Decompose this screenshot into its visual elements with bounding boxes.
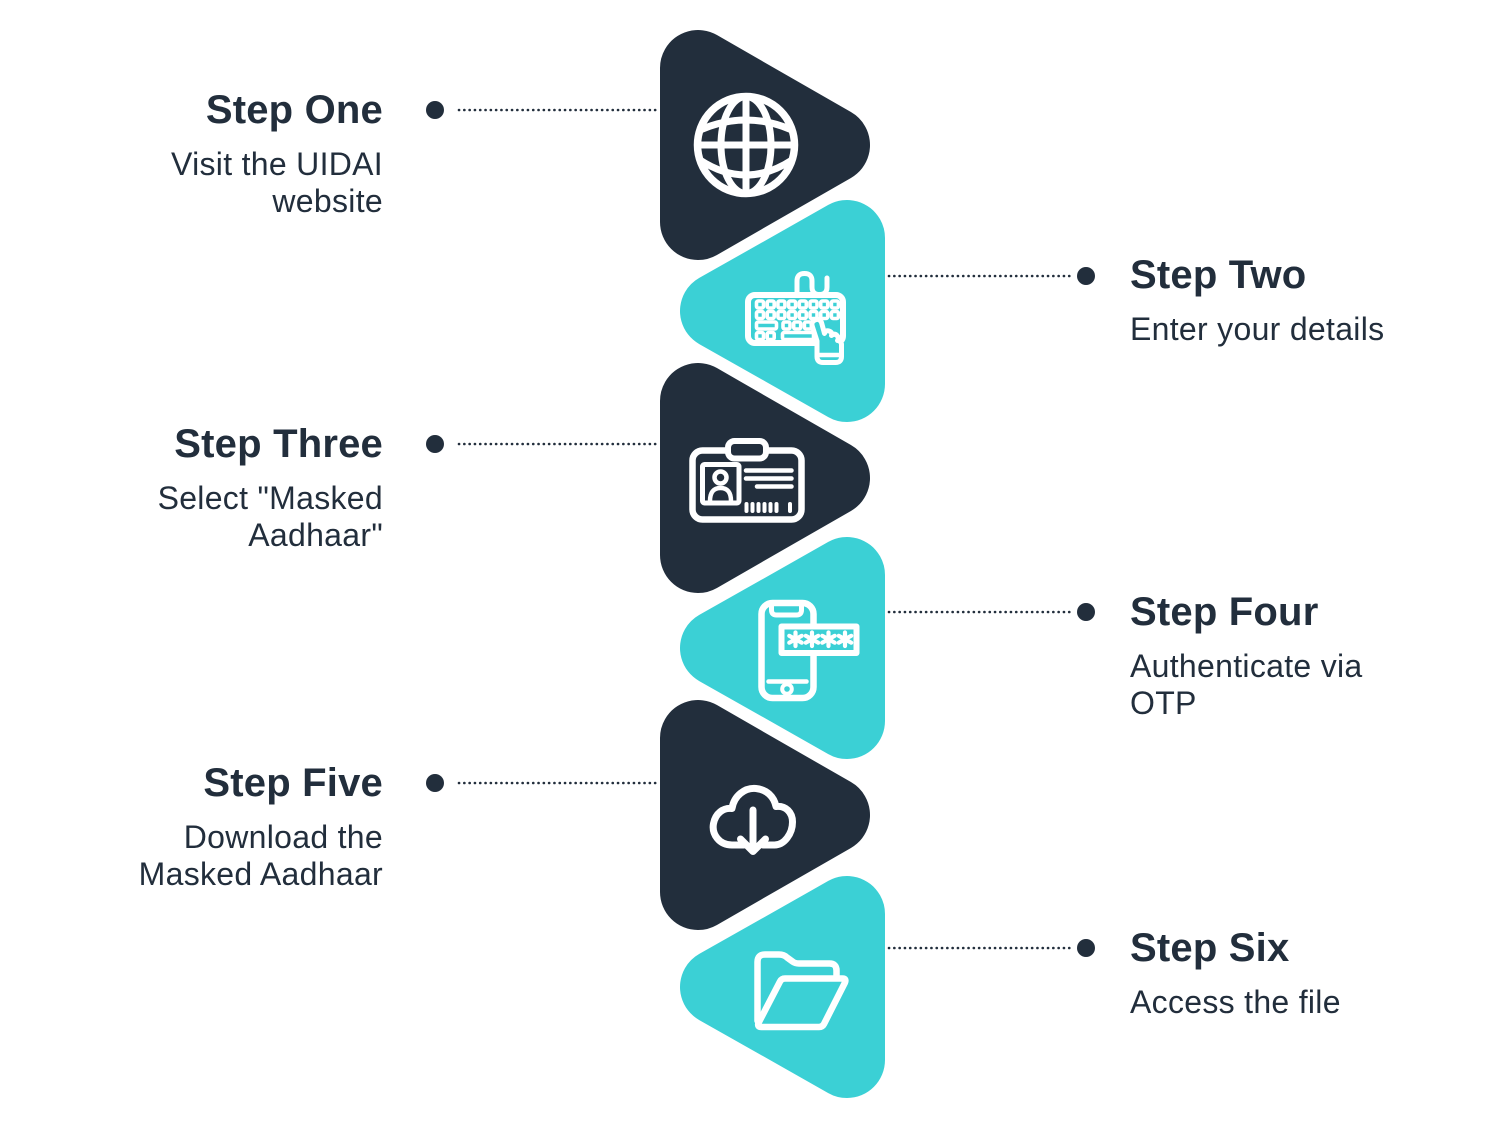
smartphone-otp-icon: [758, 599, 860, 702]
step-six-title: Step Six: [1130, 926, 1290, 970]
step-four-connector: [887, 603, 1095, 621]
step-five-title: Step Five: [203, 761, 383, 805]
step-six-group: [680, 876, 1095, 1098]
step-five-connector: [426, 774, 659, 792]
step-three-title: Step Three: [174, 422, 383, 466]
id-card-barcode: [744, 502, 792, 513]
step-one-group: [426, 30, 870, 260]
step-two-label-block: Step Two Enter your details: [1130, 251, 1420, 348]
step-four-title: Step Four: [1130, 590, 1319, 634]
step-four-label-block: Step Four Authenticate via OTP: [1130, 588, 1420, 722]
step-two-connector-dot: [1077, 267, 1095, 285]
download-arrow: [737, 806, 769, 855]
step-five-group: [426, 700, 870, 930]
step-two-title: Step Two: [1130, 253, 1307, 297]
keyboard-keys: [754, 299, 841, 342]
id-card-clip: [725, 438, 769, 462]
step-six-connector: [887, 939, 1095, 957]
step-three-group: [426, 363, 870, 593]
step-six-connector-dot: [1077, 939, 1095, 957]
step-two-description: Enter your details: [1130, 311, 1385, 347]
otp-asterisks: [787, 630, 854, 649]
step-one-connector-dot: [426, 101, 444, 119]
step-four-connector-dot: [1077, 603, 1095, 621]
cloud-download-icon: [709, 784, 796, 855]
step-one-description: Visit the UIDAI website: [171, 146, 383, 219]
step-five-label-block: Step Five Download the Masked Aadhaar: [111, 759, 383, 893]
step-six-label-block: Step Six Access the file: [1130, 924, 1420, 1021]
step-four-description: Authenticate via OTP: [1130, 648, 1363, 721]
step-one-connector: [426, 101, 659, 119]
pointing-hand: [809, 316, 844, 365]
open-folder-icon: [754, 951, 849, 1031]
phone-notch: [769, 602, 804, 618]
folder-back: [754, 951, 840, 1025]
step-one-label-block: Step One Visit the UIDAI website: [111, 86, 383, 220]
step-two-connector: [887, 267, 1095, 285]
step-four-group: [680, 537, 1095, 759]
id-card-icon: [689, 438, 805, 523]
globe-icon: [693, 92, 799, 198]
step-six-description: Access the file: [1130, 984, 1341, 1020]
step-five-description: Download the Masked Aadhaar: [138, 819, 383, 892]
step-two-group: [680, 200, 1095, 422]
step-three-label-block: Step Three Select "Masked Aadhaar": [111, 420, 383, 554]
step-three-description: Select "Masked Aadhaar": [157, 480, 383, 553]
step-five-connector-dot: [426, 774, 444, 792]
step-three-connector-dot: [426, 435, 444, 453]
keyboard-icon: [745, 271, 846, 365]
step-three-connector: [426, 435, 659, 453]
step-one-title: Step One: [205, 88, 383, 132]
step-five-triangle: [660, 700, 870, 930]
folder-front: [754, 975, 849, 1031]
